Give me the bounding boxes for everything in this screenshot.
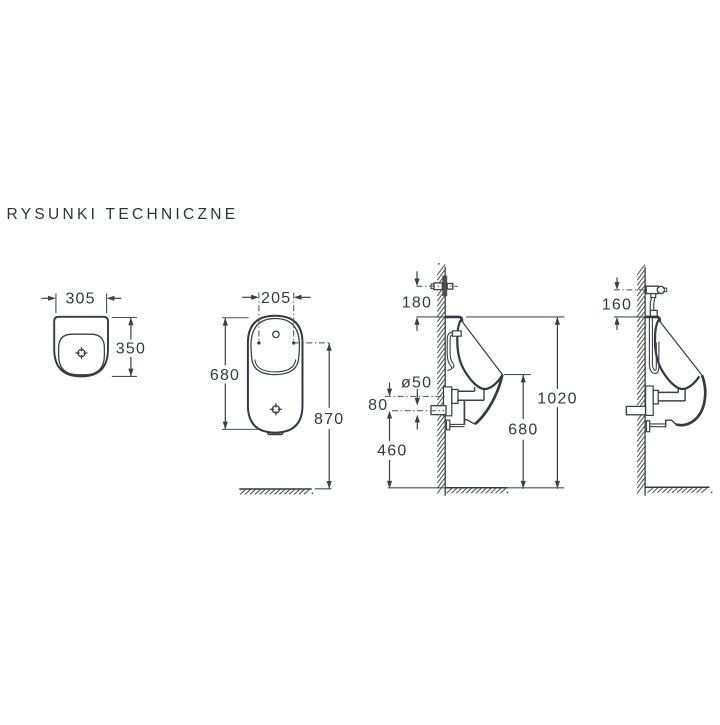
- svg-text:ø50: ø50: [401, 374, 432, 391]
- svg-text:180: 180: [402, 294, 432, 311]
- svg-text:350: 350: [116, 340, 146, 357]
- svg-text:870: 870: [314, 411, 344, 428]
- svg-text:305: 305: [65, 290, 95, 307]
- svg-text:460: 460: [377, 443, 407, 460]
- svg-text:1020: 1020: [537, 390, 577, 407]
- svg-text:160: 160: [602, 296, 632, 313]
- svg-text:680: 680: [508, 422, 538, 439]
- svg-text:RYSUNKI TECHNICZNE: RYSUNKI TECHNICZNE: [7, 206, 239, 223]
- svg-text:680: 680: [210, 367, 240, 384]
- svg-text:80: 80: [368, 397, 388, 414]
- svg-text:205: 205: [261, 290, 291, 307]
